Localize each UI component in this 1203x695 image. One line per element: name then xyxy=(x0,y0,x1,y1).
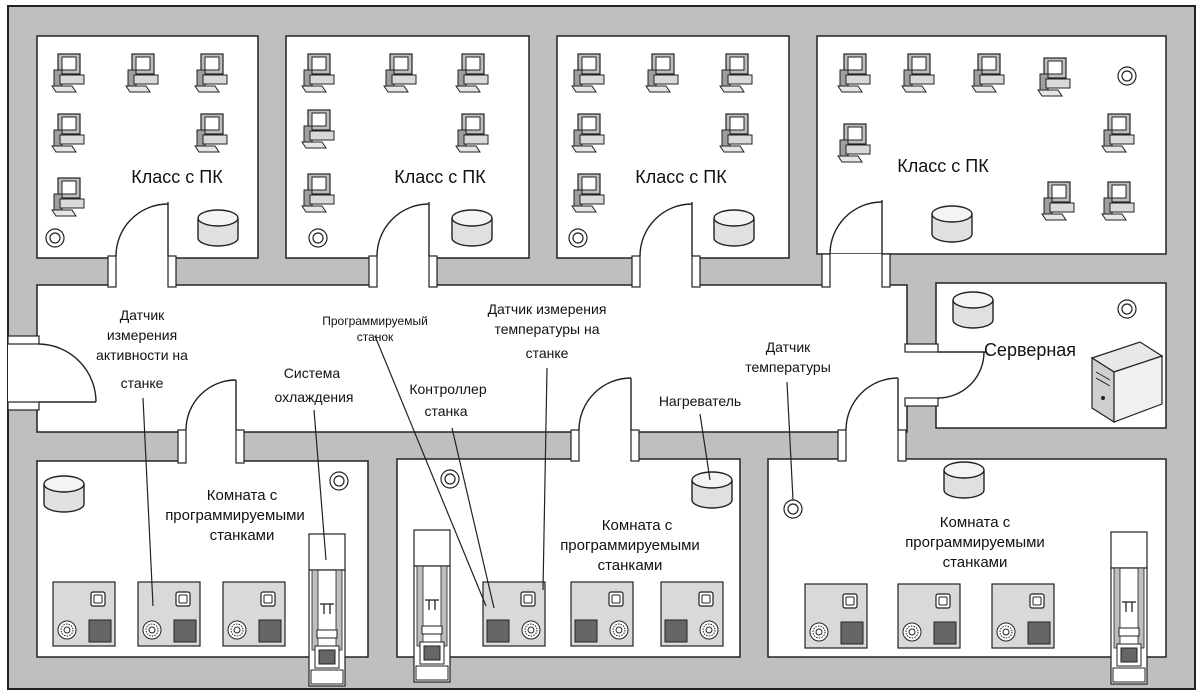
callout-activity-sensor: Датчик измерения активности на станке xyxy=(96,307,188,391)
machine-room-2-line-2: программируемыми xyxy=(560,537,700,554)
server-room-label: Серверная xyxy=(984,340,1076,360)
machine-temp-sensor-line-2: температуры на xyxy=(495,321,600,337)
callout-temp-sensor: Датчик температуры xyxy=(745,339,831,375)
machine-room-2-line-3: станками xyxy=(598,557,663,574)
cooling-system-line-1: Система xyxy=(284,365,341,381)
callout-machine-controller: Контроллер станка xyxy=(409,381,486,419)
door-jambs xyxy=(7,253,939,464)
machine-temp-sensor-line-1: Датчик измерения xyxy=(488,301,607,317)
cooling-system-line-2: охлаждения xyxy=(274,389,353,405)
machine-room-3-line-3: станками xyxy=(943,554,1008,571)
machine-room-1-line-2: программируемыми xyxy=(165,507,305,524)
activity-sensor-line-3: активности на xyxy=(96,347,188,363)
machine-room-3-line-2: программируемыми xyxy=(905,534,1045,551)
machine-temp-sensor-line-3: станке xyxy=(526,345,569,361)
class-label-4: Класс с ПК xyxy=(897,156,989,176)
activity-sensor-line-4: станке xyxy=(121,375,164,391)
programmable-machine-line-2: станок xyxy=(357,330,394,344)
temp-sensor-line-1: Датчик xyxy=(766,339,811,355)
machine-controller-line-1: Контроллер xyxy=(409,381,486,397)
machine-controller-line-2: станка xyxy=(425,403,468,419)
doorways xyxy=(8,254,938,463)
callout-heater: Нагреватель xyxy=(659,393,741,409)
machine-room-1-line-3: станками xyxy=(210,527,275,544)
machine-room-2-line-1: Комната с xyxy=(602,517,673,534)
callout-machine-temp-sensor: Датчик измерения температуры на станке xyxy=(488,301,607,361)
callout-cooling-system: Система охлаждения xyxy=(274,365,353,405)
machine-room-label-3: Комната с программируемыми станками xyxy=(905,514,1045,571)
activity-sensor-line-1: Датчик xyxy=(120,307,165,323)
machine-room-3-line-1: Комната с xyxy=(940,514,1011,531)
server-icon xyxy=(1090,341,1164,424)
class-label-1: Класс с ПК xyxy=(131,167,223,187)
machine-room-label-1: Комната с программируемыми станками xyxy=(165,487,305,544)
machine-room-label-2: Комната с программируемыми станками xyxy=(560,517,700,574)
class-label-2: Класс с ПК xyxy=(394,167,486,187)
programmable-machine-line-1: Программируемый xyxy=(322,314,428,328)
activity-sensor-line-2: измерения xyxy=(107,327,177,343)
class-label-3: Класс с ПК xyxy=(635,167,727,187)
door-swings xyxy=(38,200,986,431)
temp-sensor-line-2: температуры xyxy=(745,359,831,375)
callout-programmable-machine: Программируемый станок xyxy=(322,314,428,344)
machine-room-1-line-1: Комната с xyxy=(207,487,278,504)
leader-lines xyxy=(142,335,794,609)
corridor xyxy=(36,284,908,433)
